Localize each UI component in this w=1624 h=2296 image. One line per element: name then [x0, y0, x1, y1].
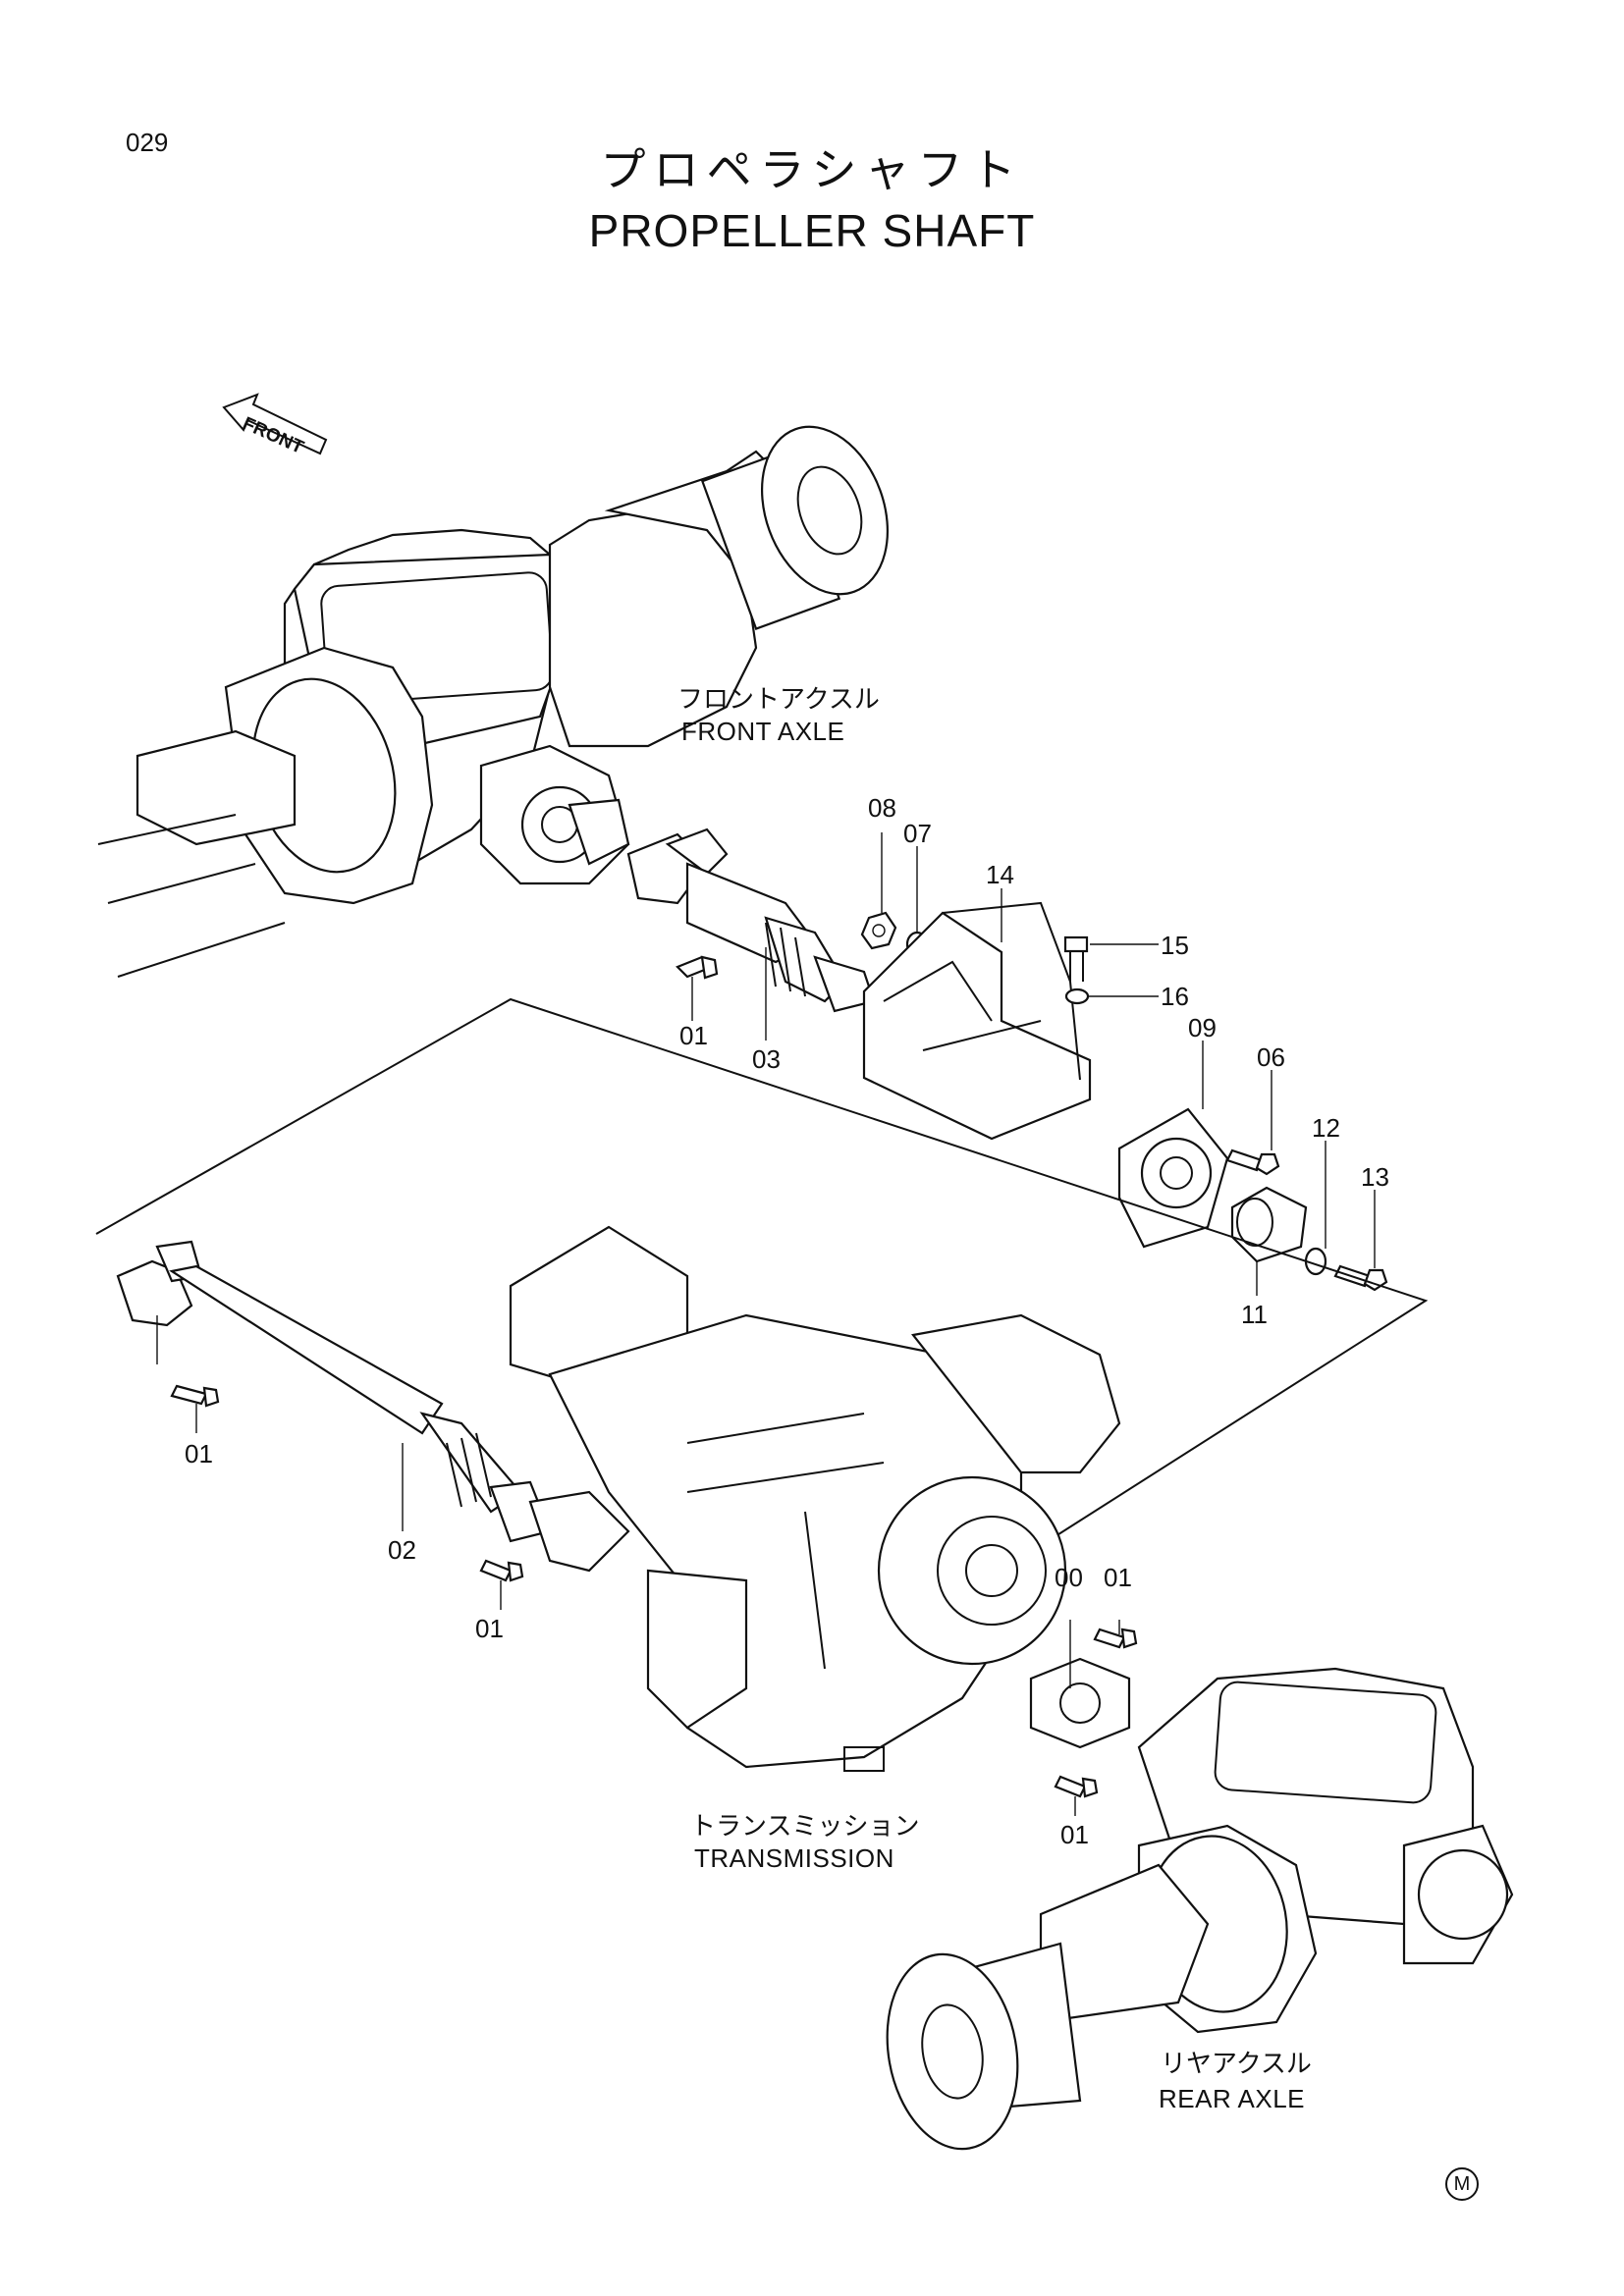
callout-01: 01 [475, 1614, 504, 1643]
front-axle-label-japanese: フロントアクスル [677, 685, 880, 715]
page-title: PROPELLER SHAFT [588, 205, 1036, 256]
callout-09: 09 [1188, 1013, 1217, 1042]
callout-01: 01 [1060, 1820, 1089, 1849]
callout-08: 08 [868, 793, 896, 823]
bracket-14 [862, 901, 1092, 1141]
callout-15: 15 [1161, 931, 1189, 960]
transmission-label: TRANSMISSION [694, 1843, 894, 1873]
bolt-01-rear-joint-upper [1093, 1628, 1138, 1649]
rear-axle-drawing [886, 1667, 1514, 2151]
front-universal-joint [626, 828, 876, 1013]
callout-13: 13 [1361, 1162, 1389, 1192]
callout-01: 01 [679, 1021, 708, 1050]
callout-01: 01 [185, 1439, 213, 1468]
transmission-drawing [509, 1225, 1121, 1772]
callout-06: 06 [1257, 1042, 1285, 1072]
rear-axle-label: REAR AXLE [1159, 2084, 1306, 2113]
callout-16: 16 [1161, 982, 1189, 1011]
callout-02: 02 [388, 1535, 416, 1565]
rear-universal-joint-00 [1029, 1657, 1131, 1749]
front-axle-drawing [97, 425, 890, 978]
page-number: 029 [126, 128, 169, 157]
bolt-01-front [676, 955, 719, 980]
bolt-01-transmission-joint [479, 1559, 524, 1582]
page-title-japanese: プロペラシャフト [600, 143, 1024, 196]
callout-01: 01 [1104, 1563, 1132, 1592]
washer-16 [1064, 988, 1090, 1005]
center-bearing-09 [1117, 1107, 1229, 1249]
callout-11: 11 [1241, 1300, 1268, 1329]
transmission-label-japanese: トランスミッション [690, 1812, 920, 1842]
nut-08 [860, 911, 897, 950]
bolt-01-rear-joint [170, 1384, 220, 1408]
bolt-06 [1225, 1148, 1280, 1176]
main-propeller-shaft-02 [116, 1240, 630, 1573]
companion-flange-11 [1230, 1186, 1308, 1263]
bolt-13 [1333, 1264, 1388, 1292]
rear-axle-label-japanese: リヤアクスル [1161, 2050, 1312, 2079]
callout-leader-lines [156, 832, 1376, 1816]
callout-07: 07 [903, 819, 932, 848]
callout-14: 14 [986, 860, 1014, 889]
front-axle-label: FRONT AXLE [681, 717, 845, 746]
bolt-15 [1063, 935, 1089, 982]
callout-03: 03 [752, 1044, 781, 1074]
callout-00: 00 [1055, 1563, 1083, 1592]
bolt-01-rear-joint-lower [1054, 1775, 1099, 1798]
callout-12: 12 [1312, 1113, 1340, 1143]
corner-mark: M [1445, 2167, 1479, 2201]
front-arrow-icon [222, 393, 328, 455]
